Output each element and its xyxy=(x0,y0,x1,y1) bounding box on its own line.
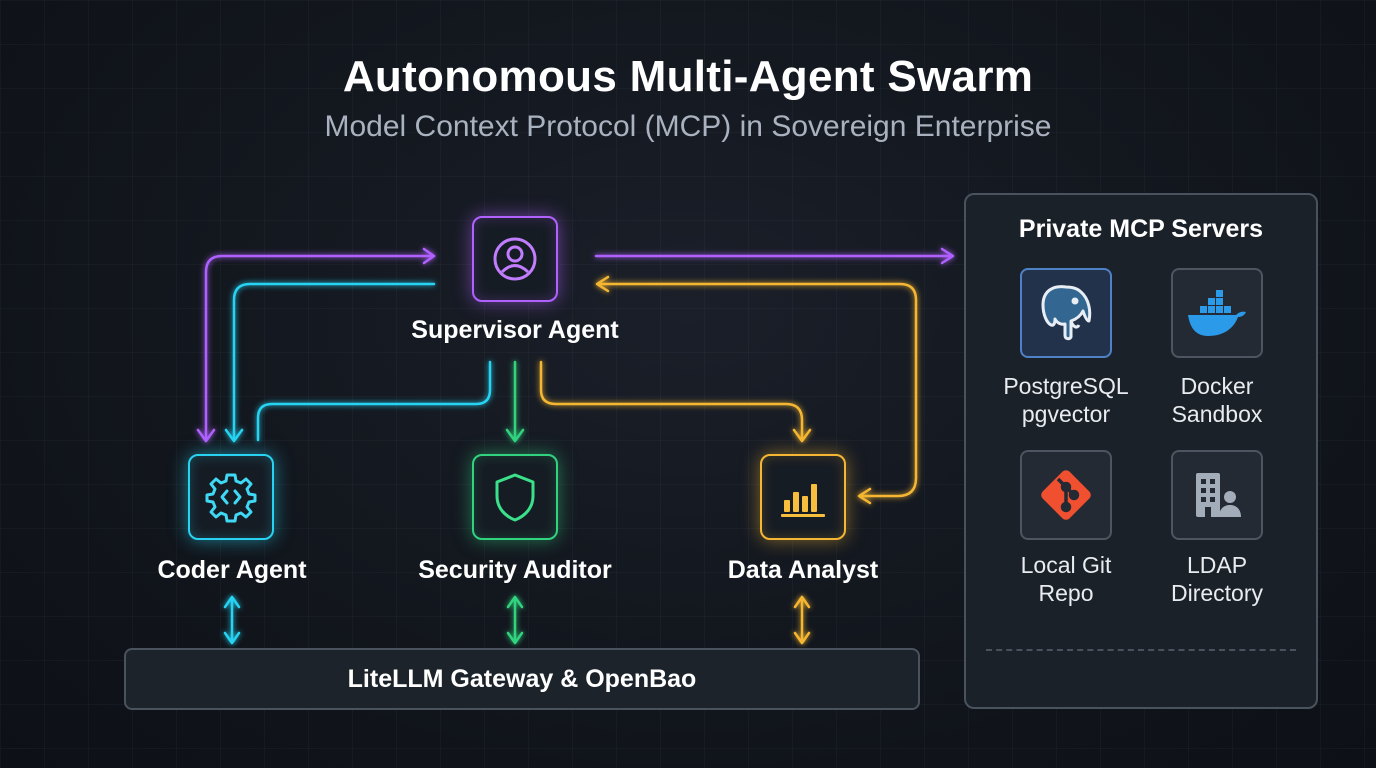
arrowhead xyxy=(422,247,436,265)
arrowhead xyxy=(223,595,241,645)
arrowhead xyxy=(224,428,244,443)
ldap-server-tile[interactable] xyxy=(1171,450,1263,540)
git-icon xyxy=(1041,470,1091,520)
supervisor-agent-node[interactable] xyxy=(472,216,558,302)
supervisor-agent-label: Supervisor Agent xyxy=(411,316,619,344)
user-icon xyxy=(493,237,537,281)
git-label: Local Git Repo xyxy=(1020,552,1112,606)
ldap-label: LDAP Directory xyxy=(1170,552,1263,606)
postgresql-label: PostgreSQL pgvector xyxy=(1003,373,1129,427)
postgresql-elephant-icon xyxy=(1041,285,1092,341)
gateway-label: LiteLLM Gateway & OpenBao xyxy=(347,664,697,693)
arrowhead xyxy=(940,247,955,265)
docker-server-tile[interactable] xyxy=(1171,268,1263,358)
arrowhead xyxy=(793,595,811,645)
connector-supervisor-to-analyst xyxy=(539,360,804,440)
mcp-servers-panel: Private MCP Servers PostgreSQL pgvector … xyxy=(964,193,1318,709)
data-analyst-node[interactable] xyxy=(760,454,846,540)
docker-whale-icon xyxy=(1188,290,1246,336)
docker-label: Docker Sandbox xyxy=(1171,373,1263,427)
arrowhead xyxy=(792,428,812,443)
directory-building-icon xyxy=(1196,473,1241,517)
arrowhead xyxy=(505,428,525,443)
connector-analyst-to-supervisor xyxy=(596,282,918,498)
postgresql-server-tile[interactable] xyxy=(1020,268,1112,358)
panel-title: Private MCP Servers xyxy=(1018,215,1264,243)
connector-supervisor-to-coder-return xyxy=(256,360,492,442)
gateway-bar[interactable]: LiteLLM Gateway & OpenBao xyxy=(124,648,920,710)
security-auditor-label: Security Auditor xyxy=(418,556,612,584)
arrowhead xyxy=(857,487,872,505)
arrowhead xyxy=(595,275,610,293)
connector-supervisor-to-coder xyxy=(204,254,436,440)
bar-chart-icon xyxy=(781,484,825,517)
panel-divider xyxy=(986,649,1296,651)
shield-icon xyxy=(495,473,535,522)
arrowhead xyxy=(506,595,524,645)
coder-agent-node[interactable] xyxy=(188,454,274,540)
page-title: Autonomous Multi-Agent Swarm xyxy=(342,52,1034,101)
arrowhead xyxy=(196,428,216,443)
gear-code-icon xyxy=(205,473,257,523)
data-analyst-label: Data Analyst xyxy=(727,556,879,584)
security-auditor-node[interactable] xyxy=(472,454,558,540)
coder-agent-label: Coder Agent xyxy=(157,556,307,584)
git-server-tile[interactable] xyxy=(1020,450,1112,540)
connector-coder-to-supervisor xyxy=(232,282,436,440)
page-subtitle: Model Context Protocol (MCP) in Sovereig… xyxy=(324,110,1052,143)
